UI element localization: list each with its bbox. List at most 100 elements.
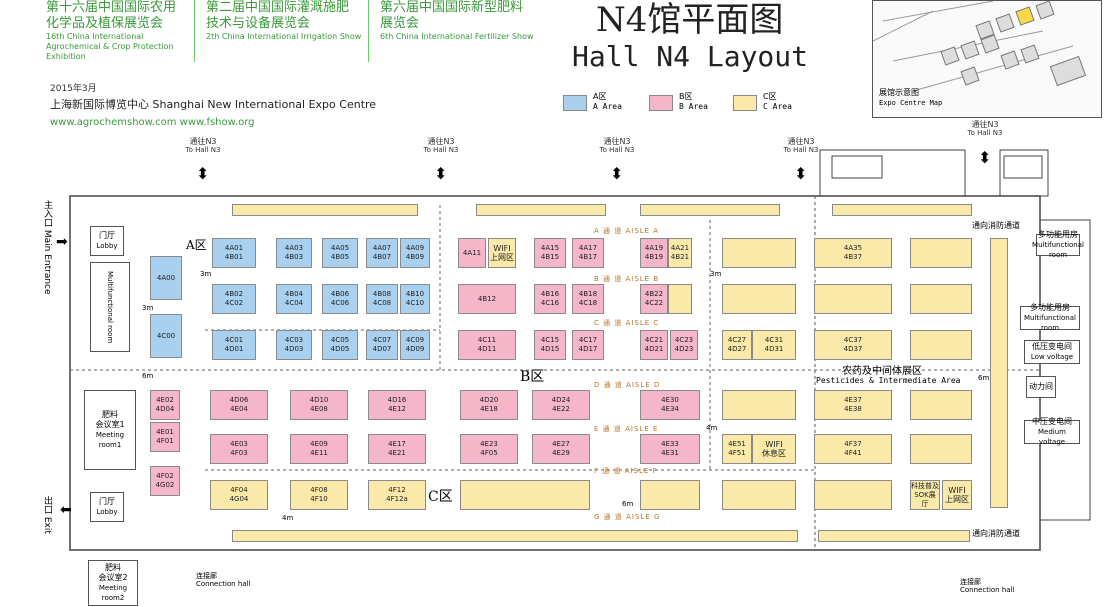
pesticide-area-en: Pesticides & Intermediate Area [816, 376, 961, 385]
booth-label: 4D27 [727, 345, 747, 353]
booth-strip-top[interactable] [640, 204, 780, 216]
main-entrance-label[interactable]: 主入口 Main Entrance [36, 200, 52, 295]
show-3-cn-2: 展览会 [380, 16, 420, 31]
booth[interactable] [668, 284, 692, 314]
booth-row[interactable] [814, 480, 892, 510]
booth-strip-top[interactable] [232, 204, 418, 216]
door-3-en: To Hall N3 [599, 146, 635, 154]
booth-row[interactable] [910, 390, 972, 420]
multi-room-text: Multifunctional room [106, 270, 114, 344]
booth-row[interactable] [910, 330, 972, 360]
booth-row[interactable] [722, 480, 796, 510]
booth-row[interactable] [722, 238, 796, 268]
booth-strip-bottom[interactable] [818, 530, 970, 542]
booth-row[interactable] [910, 284, 972, 314]
booth[interactable] [640, 480, 700, 510]
booth[interactable]: 4B12 [458, 284, 516, 314]
booth-row-c[interactable] [460, 480, 590, 510]
legend-swatch-b [649, 95, 673, 111]
booth-label: 4E23 [480, 440, 498, 448]
booth-column-right[interactable] [990, 238, 1008, 508]
booth-row[interactable] [814, 284, 892, 314]
booth-row[interactable] [910, 238, 972, 268]
booth-label: 4E03 [230, 440, 248, 448]
distance-label: 4m [282, 514, 294, 522]
booth-strip-top[interactable] [832, 204, 972, 216]
exit-label[interactable]: 出口 Exit [36, 496, 52, 534]
legend-c-en: C Area [763, 102, 792, 111]
booth[interactable]: 4C00 [150, 314, 182, 358]
booth-strip-top[interactable] [476, 204, 606, 216]
booth[interactable]: 4A00 [150, 256, 182, 300]
booth[interactable]: 4A11 [458, 238, 486, 268]
booth-row[interactable] [722, 390, 796, 420]
booth-row[interactable] [910, 434, 972, 464]
booth-row[interactable] [722, 284, 796, 314]
booth-strip-bottom[interactable] [232, 530, 798, 542]
